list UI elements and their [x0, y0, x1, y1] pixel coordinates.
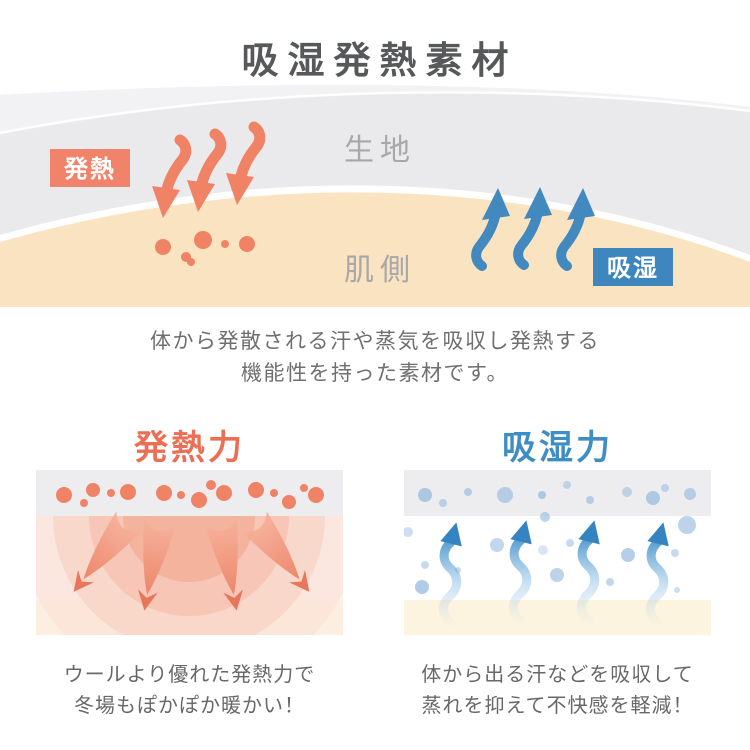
heat-panel-dots: [56, 480, 324, 509]
page-title: 吸湿発熱素材: [241, 40, 518, 81]
caption-absorb-line-2: 蒸れを抑えて不快感を軽減！: [421, 695, 694, 717]
absorb-panel-illustration: [404, 470, 711, 635]
skin-label: 肌側: [344, 254, 416, 287]
absorb-panel-fabric-band: [404, 470, 711, 516]
moisture-dots: [155, 231, 255, 266]
absorb-panel-band-dots: [418, 481, 696, 507]
description-line-1: 体から発散される汗や蒸気を吸収し発熱する: [150, 330, 600, 353]
section-title-heat: 発熱力: [134, 429, 245, 467]
caption-absorb-line-1: 体から出る汗などを吸収して: [421, 664, 694, 686]
heat-panel-fabric-band: [36, 470, 343, 516]
svg-text:吸湿: 吸湿: [607, 255, 659, 282]
caption-heat-line-1: ウールより優れた発熱力で: [63, 664, 316, 686]
skin-layer: [0, 192, 750, 307]
fabric-layer: [0, 85, 750, 256]
caption-heat-line-2: 冬場もぽかぽか暖かい！: [74, 695, 305, 717]
fabric-cross-section-diagram: 生地 肌側 発熱 吸湿: [0, 85, 750, 307]
svg-text:発熱: 発熱: [63, 155, 116, 183]
absorb-panel-vapor-dots: [404, 512, 696, 594]
absorb-badge: 吸湿: [593, 248, 673, 286]
caption-absorb: 体から出る汗などを吸収して 蒸れを抑えて不快感を軽減！: [404, 660, 711, 722]
heat-badge: 発熱: [50, 149, 130, 187]
heat-panel-illustration: [36, 470, 343, 635]
description: 体から発散される汗や蒸気を吸収し発熱する 機能性を持った素材です。: [0, 326, 750, 390]
absorb-panel-skin-band: [404, 600, 711, 635]
section-title-absorb: 吸湿力: [502, 429, 613, 467]
caption-heat: ウールより優れた発熱力で 冬場もぽかぽか暖かい！: [36, 660, 343, 722]
fabric-label: 生地: [344, 134, 416, 167]
description-line-2: 機能性を持った素材です。: [241, 362, 509, 385]
